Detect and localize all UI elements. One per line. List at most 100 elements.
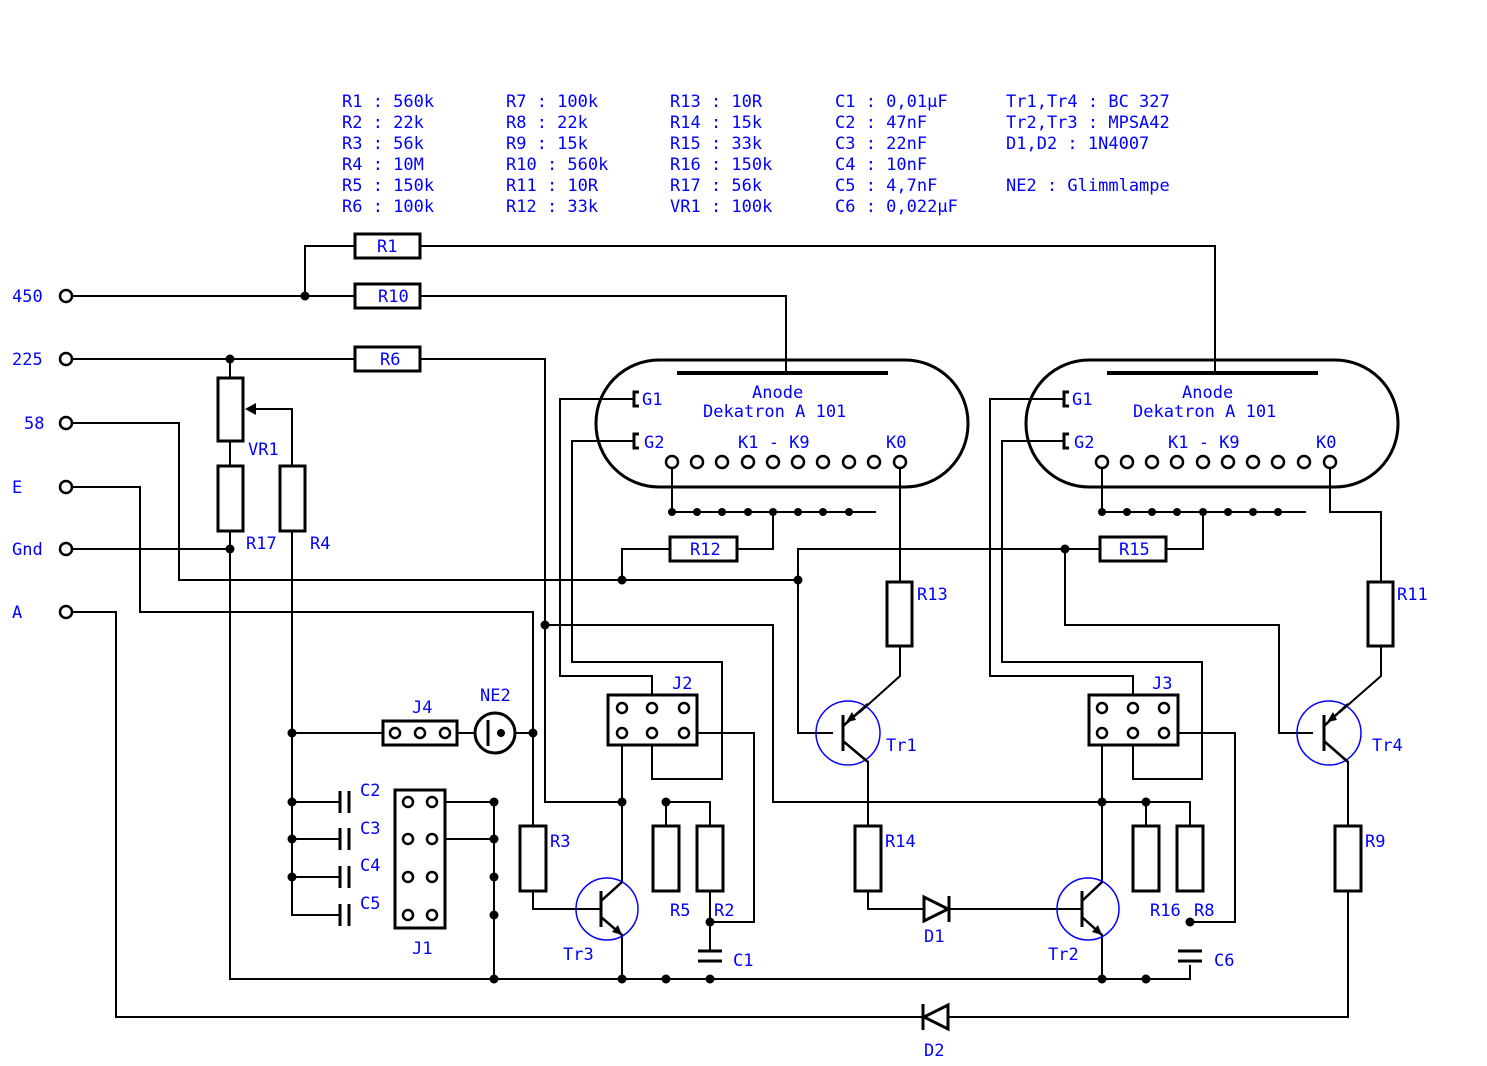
capacitor-c5: C5 bbox=[338, 894, 380, 926]
c4-label: C4 bbox=[360, 856, 380, 876]
resistor-r10 bbox=[353, 282, 422, 310]
tr1-outline bbox=[815, 700, 881, 766]
terminal-gnd-icon bbox=[58, 541, 74, 557]
wire-450-r1 bbox=[304, 245, 356, 297]
resistor-r17 bbox=[216, 464, 245, 533]
terminal-a-label: A bbox=[12, 603, 22, 623]
jumper-j1: J1 bbox=[393, 788, 447, 959]
wire-d2-r9 bbox=[949, 890, 1349, 1018]
part-r17: R17 : 56k bbox=[670, 176, 762, 196]
resistor-r5-label: R5 bbox=[670, 901, 690, 921]
part-r16: R16 : 150k bbox=[670, 155, 772, 175]
terminal-225-label: 225 bbox=[12, 350, 43, 370]
wire-58-r12 bbox=[621, 548, 671, 581]
part-c5: C5 : 4,7nF bbox=[835, 176, 937, 196]
resistor-r6-label: R6 bbox=[380, 350, 400, 370]
wire-58-r15 bbox=[797, 548, 1101, 581]
resistor-r10-label: R10 bbox=[378, 287, 409, 307]
dekatron-1-pins bbox=[664, 454, 908, 470]
diode-d2: D2 bbox=[920, 1002, 950, 1061]
terminal-58-label: 58 bbox=[24, 414, 44, 434]
resistor-r1-label: R1 bbox=[377, 237, 397, 257]
resistor-r17-label: R17 bbox=[246, 534, 277, 554]
wiring bbox=[71, 245, 1382, 1018]
part-r3: R3 : 56k bbox=[342, 134, 424, 154]
wire-j1-gnd bbox=[444, 801, 495, 980]
transistor-tr1: Tr1 bbox=[815, 700, 917, 766]
wire-g1-j2 bbox=[559, 398, 653, 701]
tr1-label: Tr1 bbox=[886, 736, 917, 756]
j2-label: J2 bbox=[672, 674, 692, 694]
dekatron-1-g1-label: G1 bbox=[642, 390, 662, 410]
dekatron-2-model: Dekatron A 101 bbox=[1133, 402, 1276, 422]
part-r14: R14 : 15k bbox=[670, 113, 762, 133]
jumper-j3: J3 bbox=[1087, 674, 1180, 747]
part-r8: R8 : 22k bbox=[506, 113, 588, 133]
part-r9: R9 : 15k bbox=[506, 134, 588, 154]
part-tr2-tr3: Tr2,Tr3 : MPSA42 bbox=[1006, 113, 1170, 133]
dekatron-2-g2-label: G2 bbox=[1074, 433, 1094, 453]
vr1-body bbox=[216, 376, 245, 443]
dekatron-1-model: Dekatron A 101 bbox=[703, 402, 846, 422]
dekatron-1: Anode Dekatron A 101 G1 G2 K1 - K9 K0 bbox=[594, 358, 970, 489]
part-c2: C2 : 47nF bbox=[835, 113, 927, 133]
wire-r5-r2-top bbox=[665, 801, 711, 827]
transistor-tr4: Tr4 bbox=[1296, 700, 1403, 766]
capacitor-c1: C1 bbox=[698, 949, 753, 971]
part-vr1: VR1 : 100k bbox=[670, 197, 772, 217]
tr2-outline bbox=[1056, 877, 1120, 941]
resistors: R1 R10 R6 R12 R15 R13 R11 R17 R4 R3 R5 R… bbox=[216, 232, 1428, 921]
wire-g2-j3 bbox=[1001, 440, 1203, 780]
j1-label: J1 bbox=[412, 939, 432, 959]
resistor-r12 bbox=[668, 535, 739, 563]
capacitors: C2 C3 C4 C5 C1 C6 bbox=[338, 781, 1234, 971]
wire-r12-k1k9 bbox=[736, 511, 774, 550]
part-r15: R15 : 33k bbox=[670, 134, 762, 154]
resistor-r8-label: R8 bbox=[1194, 901, 1214, 921]
c3-label: C3 bbox=[360, 819, 380, 839]
resistor-r12-label: R12 bbox=[690, 540, 721, 560]
resistor-r4 bbox=[278, 464, 307, 533]
resistor-r9-label: R9 bbox=[1365, 832, 1385, 852]
terminal-58-icon bbox=[58, 415, 74, 431]
resistor-r16 bbox=[1131, 824, 1161, 893]
parts-column-4: C1 : 0,01µF C2 : 47nF C3 : 22nF C4 : 10n… bbox=[835, 92, 958, 217]
part-c4: C4 : 10nF bbox=[835, 155, 927, 175]
part-d1-d2: D1,D2 : 1N4007 bbox=[1006, 134, 1149, 154]
wire-e-r3 bbox=[71, 486, 534, 827]
resistor-r8 bbox=[1175, 824, 1205, 893]
terminal-e-icon bbox=[58, 479, 74, 495]
dekatron-1-anode-label: Anode bbox=[752, 383, 803, 403]
dekatron-2-envelope bbox=[1024, 358, 1400, 489]
terminals: 450 225 58 E Gnd A bbox=[12, 287, 74, 623]
part-r11: R11 : 10R bbox=[506, 176, 599, 196]
wire-cross-bus bbox=[544, 624, 1191, 803]
d1-label: D1 bbox=[924, 927, 944, 947]
j4-label: J4 bbox=[412, 698, 432, 718]
dekatron-2-g1-pin bbox=[1062, 390, 1069, 408]
wire-r10-anode1 bbox=[419, 295, 787, 374]
wire-a-d2 bbox=[71, 611, 923, 1018]
resistor-r5 bbox=[651, 824, 681, 893]
dekatron-2-anode-label: Anode bbox=[1182, 383, 1233, 403]
dekatron-2-pins bbox=[1094, 454, 1338, 470]
tr3-label: Tr3 bbox=[563, 945, 594, 965]
part-r10: R10 : 560k bbox=[506, 155, 608, 175]
parts-column-3: R13 : 10R R14 : 15k R15 : 33k R16 : 150k… bbox=[670, 92, 772, 217]
part-r12: R12 : 33k bbox=[506, 197, 598, 217]
terminal-225-icon bbox=[58, 351, 74, 367]
part-c3: C3 : 22nF bbox=[835, 134, 927, 154]
resistor-r15 bbox=[1098, 535, 1168, 563]
resistor-r15-label: R15 bbox=[1119, 540, 1150, 560]
wire-r11-tr4 bbox=[1338, 645, 1382, 714]
wire-r14-d1 bbox=[867, 890, 923, 910]
dekatron-1-g2-label: G2 bbox=[644, 433, 664, 453]
terminal-e-label: E bbox=[12, 478, 22, 498]
transistor-tr3: Tr3 bbox=[563, 877, 639, 965]
parts-list: R1 : 560k R2 : 22k R3 : 56k R4 : 10M R5 … bbox=[342, 92, 1170, 217]
ne2-bulb-icon bbox=[473, 711, 517, 755]
j1-block bbox=[393, 788, 447, 930]
resistor-r11 bbox=[1366, 580, 1395, 648]
dekatron-2-k1k9-label: K1 - K9 bbox=[1168, 433, 1240, 453]
